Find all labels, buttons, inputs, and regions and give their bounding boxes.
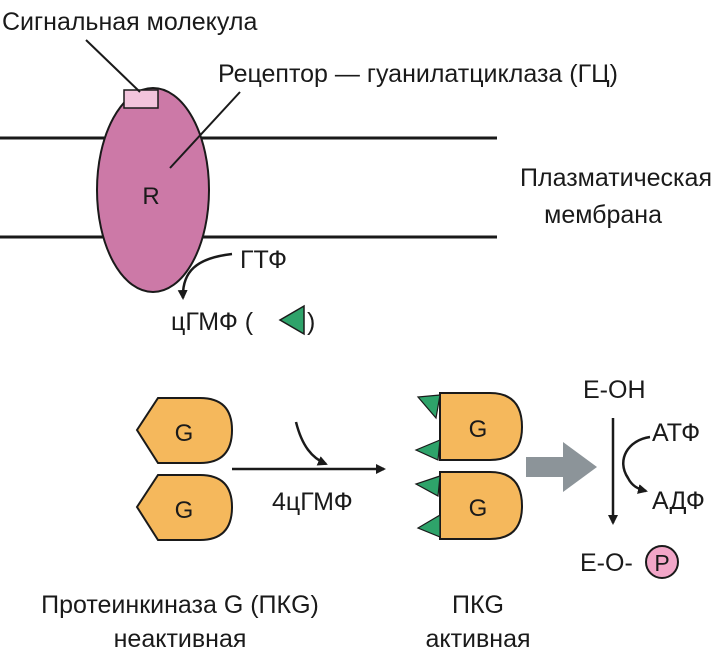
atp-label: АТФ <box>652 419 700 447</box>
four-cgmp-label: 4цГМФ <box>272 488 353 516</box>
gtp-label: ГТФ <box>240 246 287 274</box>
inactive-pkg-subunit-bottom <box>135 474 234 541</box>
inactive-pkg-g-bottom: G <box>175 497 194 524</box>
active-pkg-subunit-top <box>439 392 524 461</box>
pkg-active-label-line2: активная <box>425 625 530 653</box>
active-pkg-g-bottom: G <box>469 495 488 522</box>
cgmp-input-arrow <box>294 421 328 466</box>
big-arrow-shaft <box>526 457 566 477</box>
active-pkg-subunit-bottom <box>439 471 524 540</box>
phosphate-circle <box>645 545 679 579</box>
big-arrow-head <box>563 442 597 492</box>
signal-molecule-box <box>123 89 159 109</box>
cgmp-close-paren: ) <box>307 308 315 336</box>
signal-molecule-label: Сигнальная молекула <box>2 8 257 36</box>
inactive-pkg-g-top: G <box>175 420 194 447</box>
pkg-active-label-line1: ПКG <box>452 591 504 619</box>
membrane-label-line1: Плазматическая <box>520 164 712 192</box>
bound-cgmp-1-icon <box>416 394 441 420</box>
atp-to-adp-arrow <box>622 435 651 494</box>
active-pkg-g-top: G <box>469 416 488 443</box>
pkg-inactive-label-line2: неактивная <box>114 625 247 653</box>
cgmp-triangle-icon <box>278 304 305 336</box>
e-oh-label: E-OH <box>583 376 646 404</box>
e-o-label: E-O- <box>580 549 633 577</box>
pkg-inactive-label-line1: Протеинкиназа G (ПКG) <box>41 591 319 619</box>
adp-label: АДФ <box>652 487 705 515</box>
bound-cgmp-4-icon <box>416 513 441 538</box>
receptor-ellipse <box>96 87 210 293</box>
bound-cgmp-3-icon <box>414 475 441 497</box>
bound-cgmp-2-icon <box>414 439 441 461</box>
receptor-letter: R <box>142 183 159 210</box>
phosphate-letter: P <box>654 550 669 576</box>
inactive-pkg-subunit-top <box>135 397 234 464</box>
signal-pointer-line <box>85 39 141 93</box>
membrane-label-line2: мембрана <box>544 201 662 229</box>
receptor-pointer-line <box>169 91 241 169</box>
gtp-to-cgmp-arrow <box>177 252 233 300</box>
receptor-label: Рецептор — гуанилатциклаза (ГЦ) <box>218 60 618 88</box>
cgmp-label: цГМФ ( <box>171 308 254 336</box>
